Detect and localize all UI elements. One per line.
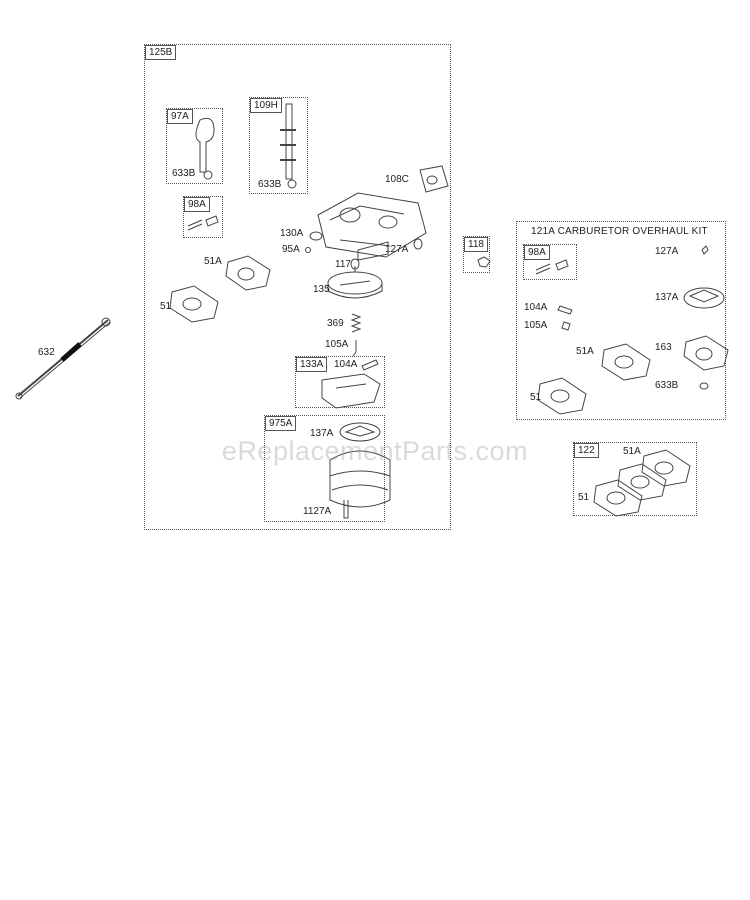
float-drawing	[327, 266, 383, 299]
part-label-104a[interactable]: 104A	[334, 359, 358, 370]
overhaul-kit-box	[516, 221, 726, 420]
part-95a-drawing	[305, 247, 311, 253]
sub-group-133a-tag[interactable]: 133A	[296, 357, 328, 372]
part-label-108c[interactable]: 108C	[385, 174, 409, 185]
kit-sub-group-98a-tag[interactable]: 98A	[524, 245, 550, 260]
sub-group-975a-box	[264, 415, 385, 522]
part-118-tag[interactable]: 118	[464, 237, 488, 252]
part-label-135[interactable]: 135	[313, 284, 330, 295]
part-label-137a[interactable]: 137A	[310, 428, 334, 439]
part-label-369[interactable]: 369	[327, 318, 344, 329]
watermark: eReplacementParts.com	[221, 436, 529, 466]
part-label-633b-a[interactable]: 633B	[172, 168, 196, 179]
part-130a-drawing	[309, 231, 323, 241]
kit-label-137a[interactable]: 137A	[655, 292, 679, 303]
part-label-633b-b[interactable]: 633B	[258, 179, 282, 190]
gasket-set-tag[interactable]: 122	[574, 443, 599, 458]
part-127a-drawing	[413, 238, 423, 250]
float-bowl-drawing	[329, 422, 391, 519]
kit-label-104a[interactable]: 104A	[524, 302, 548, 313]
governor-link-drawing	[15, 317, 111, 400]
kit-label-163[interactable]: 163	[655, 342, 672, 353]
main-group-tag[interactable]: 125B	[145, 45, 177, 60]
part-label-51a[interactable]: 51A	[204, 256, 222, 267]
screw-drawing	[187, 215, 219, 231]
part-label-51[interactable]: 51	[160, 301, 172, 312]
carburetor-body-drawing	[317, 192, 427, 261]
part-label-117[interactable]: 117	[335, 259, 351, 270]
part-label-1127a[interactable]: 1127A	[303, 506, 332, 517]
part-label-95a[interactable]: 95A	[282, 244, 300, 255]
sub-group-975a-tag[interactable]: 975A	[265, 416, 297, 431]
gasket-108c-drawing	[419, 165, 449, 193]
kit-label-633b[interactable]: 633B	[655, 380, 679, 391]
part-label-105a[interactable]: 105A	[325, 339, 349, 350]
needle-drawing	[352, 340, 357, 357]
main-group-box	[144, 44, 451, 530]
gasket-label-51[interactable]: 51	[578, 492, 590, 503]
part-label-130a[interactable]: 130A	[280, 228, 304, 239]
gasket-51a-drawing	[225, 255, 271, 291]
kit-label-51[interactable]: 51	[530, 392, 542, 403]
gasket-51-drawing	[169, 285, 219, 323]
choke-shaft-drawing	[195, 117, 215, 180]
throttle-shaft-drawing	[280, 103, 297, 189]
sub-group-98a-box	[183, 196, 223, 238]
gasket-set-drawing	[593, 449, 691, 517]
gasket-label-51a[interactable]: 51A	[623, 446, 641, 457]
sub-group-109h-box	[249, 97, 308, 194]
sub-group-133a-box	[295, 356, 385, 408]
part-118-drawing	[477, 256, 491, 268]
sub-group-98a-tag[interactable]: 98A	[184, 197, 210, 212]
kit-label-51a[interactable]: 51A	[576, 346, 594, 357]
gasket-set-box	[573, 442, 697, 516]
part-label-127a[interactable]: 127A	[385, 244, 409, 255]
overhaul-kit-title[interactable]: 121A CARBURETOR OVERHAUL KIT	[531, 226, 708, 237]
kit-label-105a[interactable]: 105A	[524, 320, 548, 331]
spring-drawing	[350, 313, 362, 333]
bowl-part-drawing	[321, 359, 381, 409]
sub-group-109h-tag[interactable]: 109H	[250, 98, 282, 113]
kit-parts-drawing	[535, 245, 729, 415]
part-118-box	[463, 236, 490, 273]
kit-sub-group-98a-box	[523, 244, 577, 280]
part-label-632[interactable]: 632	[38, 347, 55, 358]
sub-group-97a-box	[166, 108, 223, 184]
kit-label-127a[interactable]: 127A	[655, 246, 679, 257]
sub-group-97a-tag[interactable]: 97A	[167, 109, 193, 124]
